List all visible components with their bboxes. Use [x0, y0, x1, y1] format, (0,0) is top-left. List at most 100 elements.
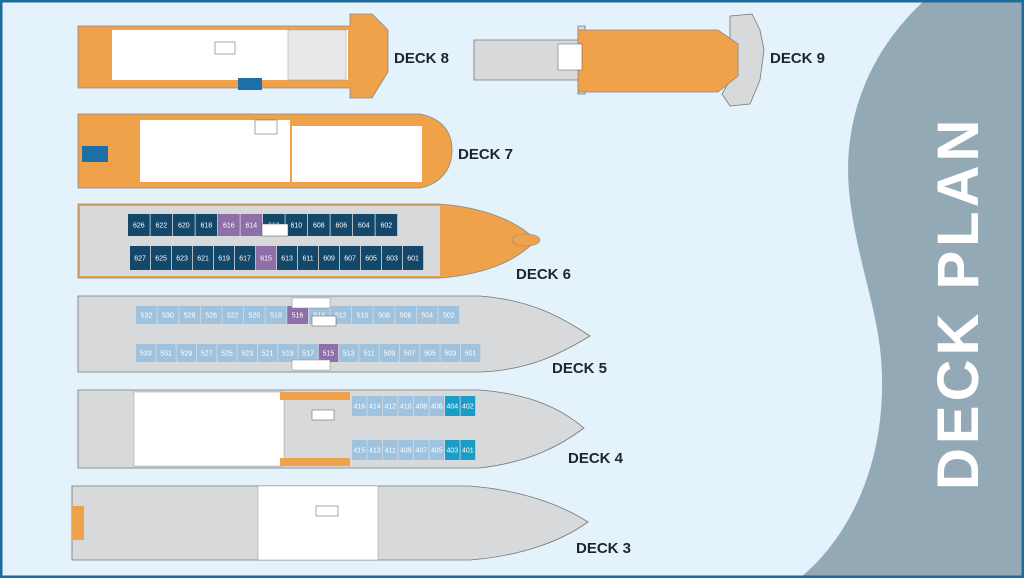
- cabin-404[interactable]: [445, 396, 460, 416]
- cabin-521[interactable]: [257, 344, 278, 362]
- cabin-518[interactable]: [265, 306, 287, 324]
- cabin-529[interactable]: [176, 344, 197, 362]
- cabin-407[interactable]: [414, 440, 429, 460]
- cabin-526[interactable]: [200, 306, 222, 324]
- cabin-402[interactable]: [460, 396, 476, 416]
- cabin-608[interactable]: [308, 214, 330, 236]
- deck-5-lifeboat-bottom: [291, 359, 331, 371]
- cabin-number: 405: [431, 448, 443, 455]
- cabin-620[interactable]: [173, 214, 195, 236]
- cabin-number: 513: [343, 351, 355, 358]
- cabin-number: 601: [407, 256, 419, 263]
- cabin-508[interactable]: [373, 306, 395, 324]
- cabin-515[interactable]: [318, 344, 339, 362]
- cabin-625[interactable]: [151, 246, 172, 270]
- cabin-615[interactable]: [256, 246, 277, 270]
- cabin-406[interactable]: [429, 396, 445, 416]
- cabin-525[interactable]: [217, 344, 237, 362]
- deck-3[interactable]: DECK 3: [71, 485, 631, 561]
- cabin-523[interactable]: [237, 344, 258, 362]
- cabin-527[interactable]: [196, 344, 217, 362]
- cabin-410[interactable]: [398, 396, 414, 416]
- cabin-618[interactable]: [195, 214, 218, 236]
- cabin-number: 410: [400, 404, 412, 411]
- cabin-number: 532: [141, 313, 153, 320]
- cabin-504[interactable]: [416, 306, 438, 324]
- cabin-516[interactable]: [287, 306, 308, 324]
- cabin-528[interactable]: [179, 306, 200, 324]
- cabin-number: 604: [358, 223, 370, 230]
- cabin-601[interactable]: [403, 246, 424, 270]
- deck-4-dining-restaurant: [133, 391, 285, 467]
- cabin-505[interactable]: [420, 344, 440, 362]
- cabin-401[interactable]: [460, 440, 476, 460]
- cabin-502[interactable]: [438, 306, 460, 324]
- deck-9-label: DECK 9: [770, 50, 825, 67]
- cabin-626[interactable]: [128, 214, 150, 236]
- cabin-613[interactable]: [277, 246, 298, 270]
- cabin-627[interactable]: [130, 246, 151, 270]
- cabin-605[interactable]: [361, 246, 382, 270]
- cabin-531[interactable]: [156, 344, 176, 362]
- deck-8-lifts: [214, 41, 236, 55]
- cabin-509[interactable]: [379, 344, 400, 362]
- deck-3-label: DECK 3: [576, 540, 631, 557]
- cabin-513[interactable]: [339, 344, 359, 362]
- cabin-number: 510: [357, 313, 369, 320]
- deck-6[interactable]: 626622620618616614612610608606604602 627…: [77, 203, 571, 283]
- deck-8[interactable]: DECK 8: [77, 13, 449, 99]
- cabin-520[interactable]: [244, 306, 265, 324]
- cabin-530[interactable]: [157, 306, 179, 324]
- cabin-617[interactable]: [235, 246, 256, 270]
- cabin-411[interactable]: [383, 440, 398, 460]
- deck-7-lounge: [292, 126, 422, 182]
- cabin-501[interactable]: [460, 344, 481, 362]
- cabin-621[interactable]: [193, 246, 214, 270]
- sea-panel: [800, 0, 1024, 578]
- cabin-511[interactable]: [359, 344, 379, 362]
- cabin-405[interactable]: [429, 440, 445, 460]
- cabin-number: 415: [354, 448, 366, 455]
- cabin-522[interactable]: [222, 306, 244, 324]
- deck-7[interactable]: DECK 7: [77, 113, 513, 189]
- cabin-602[interactable]: [375, 214, 398, 236]
- deck-7-swimming-pool: [82, 146, 108, 162]
- cabin-415[interactable]: [352, 440, 367, 460]
- cabin-606[interactable]: [330, 214, 353, 236]
- cabin-506[interactable]: [395, 306, 416, 324]
- cabin-519[interactable]: [278, 344, 298, 362]
- cabin-609[interactable]: [319, 246, 340, 270]
- cabin-623[interactable]: [172, 246, 193, 270]
- cabin-507[interactable]: [399, 344, 420, 362]
- cabin-622[interactable]: [150, 214, 173, 236]
- cabin-611[interactable]: [298, 246, 319, 270]
- cabin-604[interactable]: [353, 214, 375, 236]
- cabin-614[interactable]: [240, 214, 263, 236]
- cabin-number: 502: [443, 313, 455, 320]
- deck-9[interactable]: DECK 9: [473, 13, 825, 107]
- cabin-403[interactable]: [445, 440, 460, 460]
- cabin-532[interactable]: [136, 306, 157, 324]
- cabin-409[interactable]: [398, 440, 414, 460]
- cabin-610[interactable]: [285, 214, 308, 236]
- cabin-616[interactable]: [218, 214, 240, 236]
- cabin-number: 508: [378, 313, 390, 320]
- cabin-416[interactable]: [352, 396, 367, 416]
- cabin-510[interactable]: [352, 306, 373, 324]
- cabin-619[interactable]: [214, 246, 235, 270]
- cabin-607[interactable]: [340, 246, 361, 270]
- cabin-408[interactable]: [414, 396, 429, 416]
- cabin-number: 626: [133, 223, 145, 230]
- cabin-number: 411: [385, 448, 396, 455]
- cabin-503[interactable]: [440, 344, 461, 362]
- cabin-413[interactable]: [367, 440, 383, 460]
- cabin-517[interactable]: [298, 344, 318, 362]
- cabin-414[interactable]: [367, 396, 383, 416]
- cabin-533[interactable]: [136, 344, 156, 362]
- cabin-603[interactable]: [382, 246, 403, 270]
- cabin-412[interactable]: [383, 396, 398, 416]
- cabin-number: 605: [365, 256, 377, 263]
- deck-5[interactable]: 5325305285265225205185165145125105085065…: [77, 295, 607, 377]
